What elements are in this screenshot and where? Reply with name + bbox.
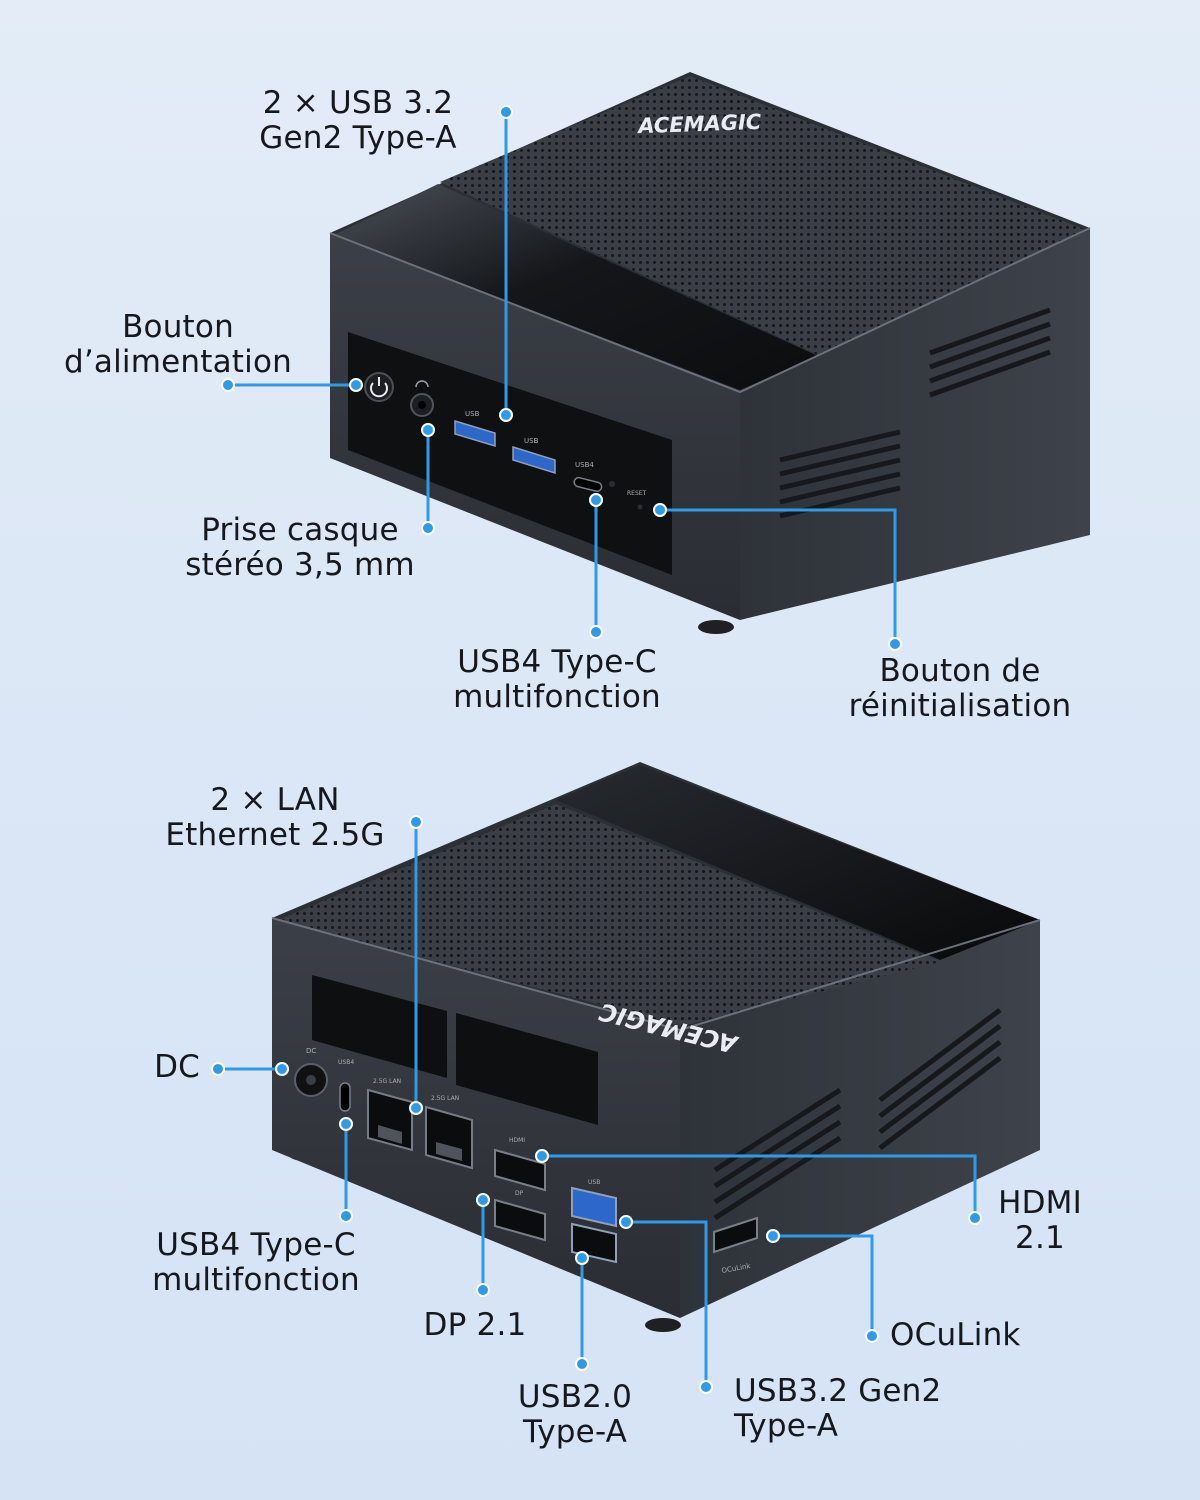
label-line: d’alimentation bbox=[63, 344, 292, 380]
side-vents bbox=[713, 1008, 1002, 1221]
label-line: USB4 Type-C bbox=[457, 644, 657, 680]
label-line: Bouton bbox=[122, 309, 234, 345]
label-dc: DC bbox=[100, 1050, 200, 1085]
glossy-panel bbox=[556, 765, 1040, 960]
label-line: 2.1 bbox=[1015, 1220, 1065, 1256]
label-dp: DP 2.1 bbox=[400, 1308, 550, 1343]
power-icon bbox=[370, 382, 388, 398]
label-line: USB4 Type-C bbox=[156, 1227, 356, 1263]
front-device: ACEMAGIC USB USB USB4 bbox=[329, 72, 1091, 634]
port-mark: RESET bbox=[627, 490, 647, 497]
label-line: multifonction bbox=[152, 1262, 360, 1298]
label-line: USB3.2 Gen2 bbox=[734, 1373, 942, 1409]
port-mark: DC bbox=[306, 1047, 316, 1055]
label-usb20: USB2.0 Type-A bbox=[490, 1380, 660, 1450]
hdmi-port[interactable]: HDMI bbox=[494, 1137, 546, 1192]
mic-hole bbox=[609, 481, 615, 487]
label-line: multifonction bbox=[453, 679, 661, 715]
headphone-jack[interactable] bbox=[410, 380, 434, 417]
rear-vent bbox=[456, 1013, 598, 1125]
port-mark: 2.5G LAN bbox=[373, 1078, 401, 1085]
label-usb32-front: 2 × USB 3.2 Gen2 Type-A bbox=[228, 86, 488, 156]
power-button[interactable] bbox=[364, 372, 394, 402]
top-mesh bbox=[278, 804, 940, 1026]
lan-port[interactable]: 2.5G LAN bbox=[425, 1095, 473, 1170]
front-usb-a-port[interactable]: USB bbox=[512, 437, 556, 475]
label-line: Gen2 Type-A bbox=[259, 120, 457, 156]
brand-logo: ACEMAGIC bbox=[636, 110, 762, 138]
label-line: 2 × LAN bbox=[210, 782, 340, 818]
dc-jack[interactable]: DC bbox=[294, 1047, 328, 1097]
label-line: Type-A bbox=[522, 1414, 628, 1450]
device-foot bbox=[698, 620, 734, 634]
label-usb4-rear: USB4 Type-C multifonction bbox=[115, 1228, 397, 1298]
rear-vent bbox=[312, 975, 447, 1078]
label-line: DP 2.1 bbox=[423, 1307, 527, 1343]
label-line: Prise casque bbox=[201, 512, 399, 548]
label-usb32-rear: USB3.2 Gen2 Type-A bbox=[734, 1374, 1014, 1444]
glossy-panel bbox=[334, 184, 818, 390]
port-mark: 2.5G LAN bbox=[431, 1095, 459, 1102]
label-line: HDMI bbox=[998, 1185, 1082, 1221]
port-mark: HDMI bbox=[509, 1137, 525, 1144]
top-mesh bbox=[440, 76, 1086, 355]
label-line: Bouton de bbox=[879, 653, 1041, 689]
lan-port[interactable]: 2.5G LAN bbox=[367, 1078, 413, 1152]
front-usb4-port[interactable]: USB4 bbox=[573, 461, 603, 493]
label-oculink: OCuLink bbox=[890, 1318, 1090, 1353]
label-line: OCuLink bbox=[890, 1317, 1021, 1353]
label-line: stéréo 3,5 mm bbox=[185, 547, 415, 583]
port-mark: USB4 bbox=[338, 1059, 354, 1066]
label-line: réinitialisation bbox=[848, 688, 1072, 724]
label-line: DC bbox=[154, 1049, 200, 1085]
port-panel bbox=[348, 332, 672, 575]
port-mark: USB4 bbox=[575, 461, 594, 469]
front-usb-a-port[interactable]: USB bbox=[454, 410, 496, 448]
headphone-icon bbox=[415, 380, 429, 388]
device-side-panel bbox=[680, 920, 1040, 1318]
rear-usb32-port[interactable]: USB bbox=[571, 1179, 617, 1228]
label-line: 2 × USB 3.2 bbox=[262, 85, 454, 121]
label-power-button: Bouton d’alimentation bbox=[28, 310, 328, 380]
label-lan: 2 × LAN Ethernet 2.5G bbox=[125, 783, 425, 853]
port-mark: USB bbox=[588, 1179, 600, 1186]
reset-button[interactable]: RESET bbox=[627, 490, 647, 510]
label-line: Type-A bbox=[734, 1408, 839, 1444]
label-hdmi: HDMI 2.1 bbox=[985, 1186, 1095, 1256]
label-usb4-front: USB4 Type-C multifonction bbox=[417, 645, 697, 715]
label-reset-button: Bouton de réinitialisation bbox=[805, 654, 1115, 724]
callout-lines bbox=[218, 112, 977, 1387]
device-foot bbox=[645, 1318, 681, 1332]
port-mark: DP bbox=[515, 1190, 524, 1197]
dp-port[interactable]: DP bbox=[494, 1190, 546, 1242]
rear-device: ACEMAGIC DC USB4 2.5G LAN bbox=[271, 762, 1041, 1332]
side-vents bbox=[779, 307, 1051, 519]
port-mark: USB bbox=[465, 410, 480, 418]
label-line: Ethernet 2.5G bbox=[165, 817, 385, 853]
port-mark: USB bbox=[524, 437, 539, 445]
rear-usb4-port[interactable]: USB4 bbox=[338, 1059, 354, 1112]
label-line: USB2.0 bbox=[517, 1379, 633, 1415]
callout-dots bbox=[211, 105, 982, 1394]
label-audio-jack: Prise casque stéréo 3,5 mm bbox=[150, 513, 450, 583]
